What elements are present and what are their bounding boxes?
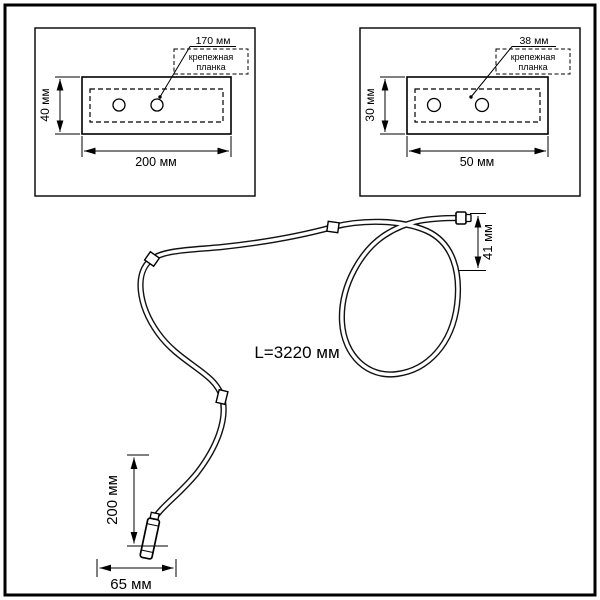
height-dimension-label: 30 мм bbox=[363, 88, 377, 121]
leader-line bbox=[159, 46, 236, 98]
image-frame bbox=[3, 3, 597, 597]
height-dimension-label: 40 мм bbox=[38, 88, 52, 121]
mounting-bracket-dashed bbox=[89, 88, 224, 123]
callout-name-line1: крепежная bbox=[511, 52, 556, 62]
leader-dot bbox=[469, 95, 473, 99]
callout-box bbox=[173, 48, 249, 75]
drop-dimension-label: 41 мм bbox=[480, 224, 495, 260]
cable-clip bbox=[215, 388, 229, 406]
callout-name-line2: планка bbox=[196, 62, 225, 72]
flexible-cable bbox=[137, 211, 472, 560]
width-dimension-label: 200 мм bbox=[135, 155, 177, 169]
width-dimension-label: 50 мм bbox=[460, 155, 495, 169]
main-dimensions: L=3220 мм 41 мм 200 мм 65 мм bbox=[96, 213, 495, 593]
lamp-body bbox=[139, 517, 161, 560]
callout-name-line2: планка bbox=[518, 62, 547, 72]
screw-hole bbox=[112, 98, 126, 112]
callout-dimension-label: 38 мм bbox=[519, 35, 548, 47]
lamp-tip-line bbox=[141, 549, 154, 554]
callout-box bbox=[495, 48, 571, 75]
base-width-dimension-label: 65 мм bbox=[110, 576, 151, 593]
leader-line bbox=[470, 46, 556, 98]
connector-end-cap bbox=[455, 211, 472, 225]
cable-clip bbox=[326, 220, 340, 234]
cable-length-label: L=3220 мм bbox=[254, 343, 339, 362]
detail-view-right: 30 мм 50 мм 38 мм крепежная планка bbox=[359, 27, 581, 197]
lamp-collar-line bbox=[146, 523, 159, 527]
mounting-bracket-dashed bbox=[414, 88, 541, 123]
screw-hole bbox=[474, 97, 490, 113]
callout-name-line1: крепежная bbox=[189, 52, 234, 62]
cable-tube-outline bbox=[137, 214, 462, 523]
lamp-height-dimension-label: 200 мм bbox=[104, 475, 121, 525]
lamp-head bbox=[139, 511, 161, 560]
callout-dimension-label: 170 мм bbox=[196, 35, 231, 47]
screw-hole bbox=[426, 97, 442, 113]
cable-clip bbox=[143, 250, 161, 268]
leader-dot bbox=[158, 95, 162, 99]
detail-view-left: 40 мм 200 мм 170 мм крепежная планка bbox=[34, 27, 256, 197]
screw-hole bbox=[150, 98, 164, 112]
